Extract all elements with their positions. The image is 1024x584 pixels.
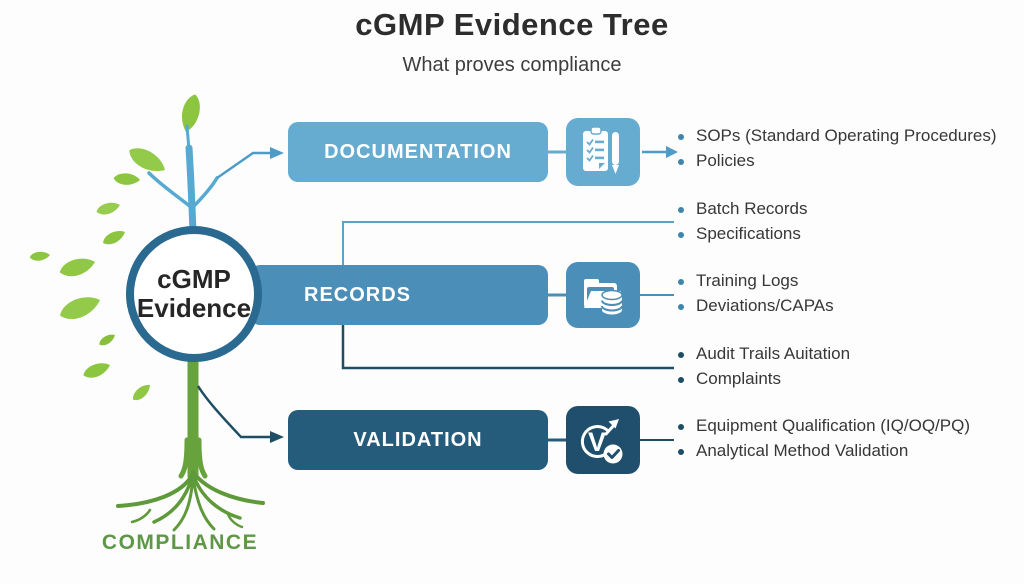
- clipboard-checklist-glyph: [583, 126, 619, 174]
- node-label-line2: Evidence: [136, 293, 252, 323]
- bullet-item: Analytical Method Validation: [678, 441, 970, 466]
- bullet-text: Batch Records: [696, 199, 808, 218]
- folder-database-icon: [566, 262, 640, 328]
- arrow-branch-to-documentation: [216, 147, 284, 180]
- bullet-text: Analytical Method Validation: [696, 441, 909, 460]
- clipboard-checklist-icon: [566, 118, 640, 186]
- bullet-dot: [678, 134, 684, 140]
- branch-label-documentation: DOCUMENTATION: [324, 140, 512, 163]
- bullet-text: Policies: [696, 151, 755, 170]
- arrow-trunk-to-validation: [196, 385, 284, 443]
- validation-cycle-check-icon: V: [566, 406, 640, 474]
- branch-label-validation: VALIDATION: [353, 428, 483, 451]
- bullet-dot: [678, 159, 684, 165]
- bullet-text: Deviations/CAPAs: [696, 296, 834, 315]
- tree-branches: [147, 124, 219, 236]
- bullet-item: Training Logs: [678, 271, 834, 296]
- validation-letter: V: [588, 427, 606, 457]
- bullet-text: Training Logs: [696, 271, 799, 290]
- bullet-dot: [678, 279, 684, 285]
- bullet-text: Audit Trails Auitation: [696, 344, 851, 363]
- branch-box-validation: VALIDATION: [288, 410, 548, 470]
- bullet-dot: [678, 207, 684, 213]
- bullet-group-documentation: SOPs (Standard Operating Procedures) Pol…: [678, 126, 996, 176]
- bullet-item: Deviations/CAPAs: [678, 296, 834, 321]
- page-title: cGMP Evidence Tree: [355, 7, 669, 42]
- bullet-text: Equipment Qualification (IQ/OQ/PQ): [696, 416, 970, 435]
- branch-label-records: RECORDS: [304, 283, 412, 306]
- branch-box-documentation: DOCUMENTATION: [288, 122, 548, 182]
- bullet-item: Policies: [678, 151, 996, 176]
- bullet-item: Complaints: [678, 369, 850, 394]
- bullet-dot: [678, 449, 684, 455]
- bullet-group-records-1: Batch Records Specifications: [678, 199, 808, 249]
- bullet-item: Audit Trails Auitation: [678, 344, 850, 369]
- validation-cycle-check-glyph: V: [580, 419, 623, 464]
- bullet-dot: [678, 352, 684, 358]
- bullet-text: Specifications: [696, 224, 801, 243]
- connector-records-top: [342, 221, 674, 266]
- bullet-dot: [678, 232, 684, 238]
- bullet-group-validation: Equipment Qualification (IQ/OQ/PQ) Analy…: [678, 416, 970, 466]
- bullet-dot: [678, 377, 684, 383]
- bullet-text: SOPs (Standard Operating Procedures): [696, 126, 997, 145]
- bullet-item: Batch Records: [678, 199, 808, 224]
- arrow-doc-icon-to-bullets: [642, 146, 678, 158]
- bullet-dot: [678, 424, 684, 430]
- compliance-label: COMPLIANCE: [101, 531, 259, 554]
- bullet-group-records-2: Training Logs Deviations/CAPAs: [678, 271, 834, 321]
- bullet-text: Complaints: [696, 369, 782, 388]
- bullet-item: Equipment Qualification (IQ/OQ/PQ): [678, 416, 970, 441]
- bullet-dot: [678, 304, 684, 310]
- branch-box-records: RECORDS: [250, 265, 548, 325]
- tree-node-cgmp-evidence: cGMP Evidence: [126, 226, 262, 362]
- node-label-line1: cGMP: [157, 263, 231, 294]
- bullet-item: Specifications: [678, 224, 808, 249]
- bullet-group-records-3: Audit Trails Auitation Complaints: [678, 344, 850, 394]
- tree-trunk-and-roots: [116, 352, 265, 532]
- connector-box-to-icons: [548, 150, 566, 442]
- connector-records-bottom: [341, 324, 674, 370]
- folder-database-glyph: [584, 279, 623, 315]
- page-subtitle: What proves compliance: [402, 54, 622, 76]
- bullet-item: SOPs (Standard Operating Procedures): [678, 126, 996, 151]
